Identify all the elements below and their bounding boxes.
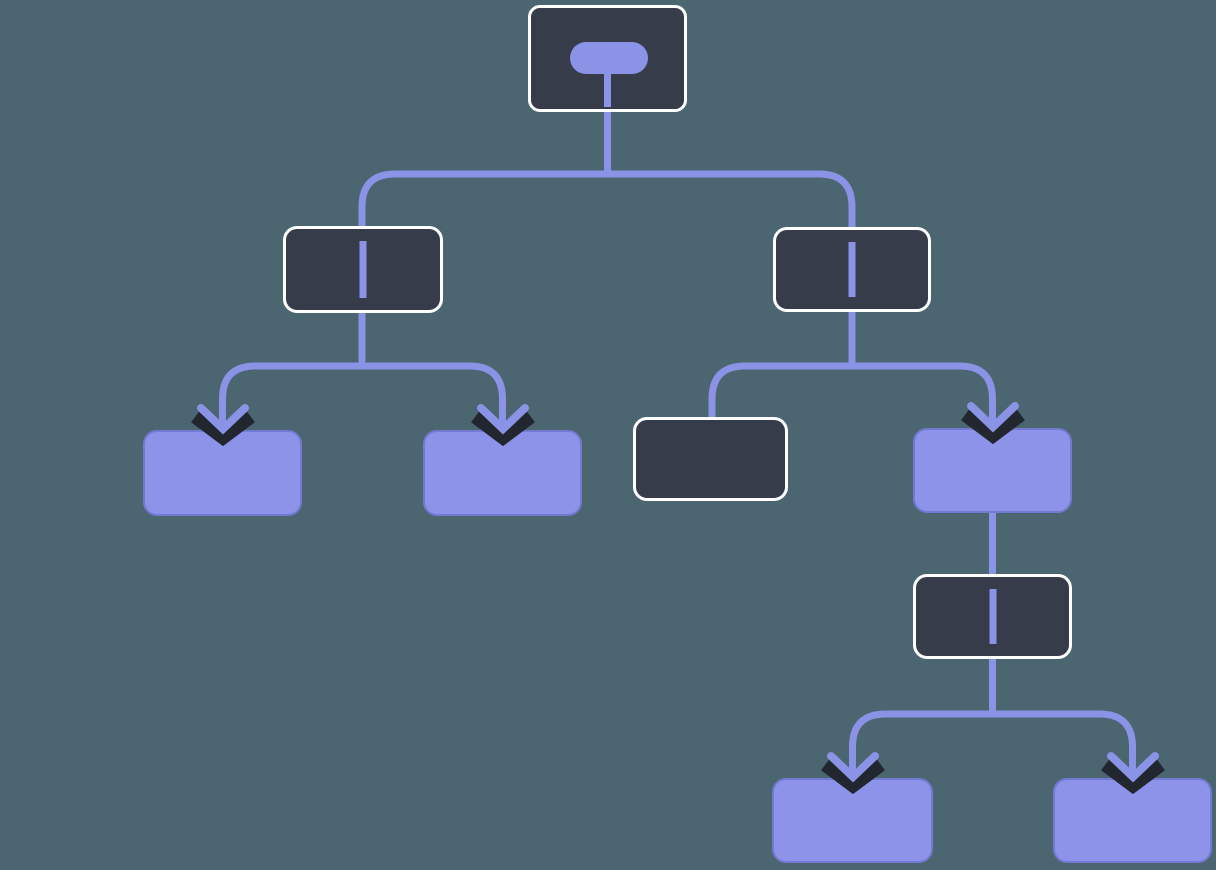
pill-with-stem-icon	[570, 42, 648, 74]
edge-left-branch	[219, 362, 506, 429]
leaf-top-middle-node[interactable]	[423, 430, 582, 516]
vertical-line-icon	[359, 241, 367, 298]
pill-stem-icon	[604, 72, 611, 107]
dark-leaf-node[interactable]	[633, 417, 788, 501]
junction-right-node[interactable]	[773, 227, 931, 312]
vertical-line-icon	[989, 589, 996, 644]
leaf-bottom-right-node[interactable]	[1053, 778, 1212, 863]
edge-root-branch	[358, 170, 856, 232]
junction-left-node[interactable]	[283, 226, 443, 313]
root-node[interactable]	[528, 5, 687, 112]
leaf-bottom-left-node[interactable]	[772, 778, 933, 863]
junction-bottom-node[interactable]	[913, 574, 1072, 659]
leaf-right-node[interactable]	[913, 428, 1072, 513]
edge-bottom-branch	[849, 710, 1136, 777]
vertical-line-icon	[848, 242, 856, 297]
leaf-top-left-node[interactable]	[143, 430, 302, 516]
